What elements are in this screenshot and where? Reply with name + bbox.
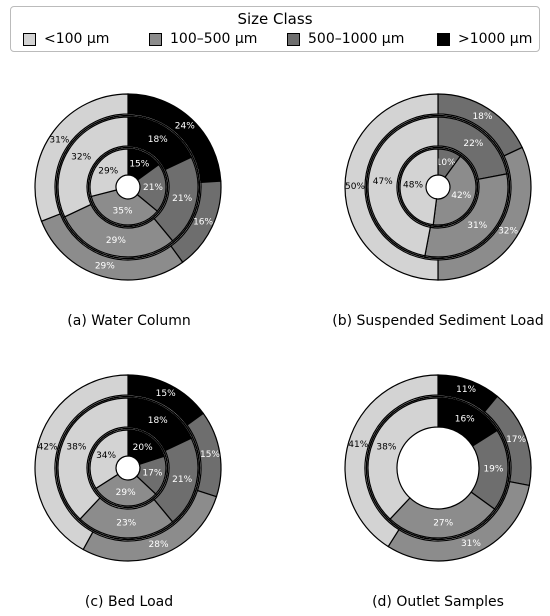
outlet-samples-outer-label-500-1000: 17% (506, 435, 526, 445)
bed-load-outer-label-500-1000: 15% (200, 450, 220, 460)
bed-load-separator-inner (87, 427, 169, 509)
suspended-sediment-load-middle-label-500-1000: 22% (463, 139, 483, 149)
bed-load-middle-label-gt1000: 18% (148, 416, 168, 426)
outlet-samples-middle-slice-lt100 (367, 397, 439, 520)
water-column-inner-slice-100-500 (90, 189, 159, 226)
bed-load-inner-slice-lt100 (89, 429, 129, 490)
suspended-sediment-load-middle-label-100-500: 31% (467, 221, 487, 231)
water-column-middle-label-lt100: 32% (71, 152, 91, 162)
outlet-samples-outer-label-100-500: 31% (461, 539, 481, 549)
outlet-samples-outer-slice-lt100 (344, 374, 439, 548)
water-column-middle-label-gt1000: 18% (148, 135, 168, 145)
outlet-samples-middle-label-gt1000: 16% (455, 414, 475, 424)
water-column-outer-label-gt1000: 24% (175, 121, 195, 131)
outlet-samples-middle-label-500-1000: 19% (483, 465, 503, 475)
bed-load-inner-label-500-1000: 17% (142, 468, 162, 478)
suspended-sediment-load-outer-label-100-500: 32% (498, 226, 518, 236)
water-column-outer-label-100-500: 29% (95, 262, 115, 272)
legend-swatch-500-1000 (287, 32, 300, 46)
water-column-middle-slice-lt100 (57, 116, 129, 218)
water-column-inner-label-gt1000: 15% (129, 160, 149, 170)
bed-load-inner-label-lt100: 34% (96, 451, 116, 461)
suspended-sediment-load-separator-inner (397, 146, 479, 228)
suspended-sediment-load-middle-slice-lt100 (367, 116, 439, 257)
bed-load-outer-label-100-500: 28% (149, 540, 169, 550)
bed-load-outer-label-lt100: 42% (38, 442, 58, 452)
outlet-samples-outer-label-lt100: 41% (348, 440, 368, 450)
water-column-inner-label-100-500: 35% (113, 206, 133, 216)
bed-load-separator-middle (55, 395, 201, 541)
water-column-separator-middle (55, 114, 201, 260)
water-column-outer-label-lt100: 31% (49, 135, 69, 145)
suspended-sediment-load-inner-label-500-1000: 10% (436, 158, 456, 168)
water-column-separator-inner (87, 146, 169, 228)
legend-title: Size Class (237, 10, 313, 28)
bed-load-outer-label-gt1000: 15% (156, 389, 176, 399)
water-column-inner-label-500-1000: 21% (143, 183, 163, 193)
bed-load-middle-label-100-500: 23% (116, 518, 136, 528)
legend-entry-100-500: 100–500 µm (149, 31, 257, 47)
outlet-samples-outer-label-gt1000: 11% (456, 385, 476, 395)
bed-load-inner-slice-100-500 (95, 473, 157, 507)
legend-label-100-500: 100–500 µm (170, 31, 258, 47)
caption-outlet-samples: (d) Outlet Samples (372, 594, 504, 610)
caption-bed-load: (c) Bed Load (84, 594, 174, 610)
legend-label-lt100: <100 µm (44, 31, 110, 47)
bed-load-middle-label-500-1000: 21% (172, 475, 192, 485)
legend: Size Class <100 µm 100–500 µm 500–1000 µ… (10, 6, 540, 52)
bed-load-outer-slice-lt100 (34, 374, 129, 551)
legend-label-500-1000: 500–1000 µm (308, 31, 405, 47)
water-column-outer-slice-lt100 (34, 93, 129, 223)
suspended-sediment-load-middle-label-lt100: 47% (373, 177, 393, 187)
legend-swatch-100-500 (149, 32, 162, 46)
water-column-middle-label-100-500: 29% (106, 236, 126, 246)
suspended-sediment-load-separator-middle (365, 114, 511, 260)
suspended-sediment-load-inner-slice-lt100 (399, 148, 439, 226)
legend-swatch-gt1000 (437, 32, 450, 46)
suspended-sediment-load-inner-slice-100-500 (432, 155, 477, 226)
suspended-sediment-load-inner-label-lt100: 48% (403, 180, 423, 190)
outlet-samples-middle-label-100-500: 27% (433, 518, 453, 528)
bed-load-inner-label-100-500: 29% (116, 488, 136, 498)
legend-entry-500-1000: 500–1000 µm (287, 31, 404, 47)
legend-entry-gt1000: >1000 µm (437, 31, 532, 47)
legend-entry-lt100: <100 µm (23, 31, 109, 47)
outlet-samples-separator-middle (365, 395, 511, 541)
bed-load-middle-label-lt100: 38% (66, 443, 86, 453)
water-column-inner-label-lt100: 29% (98, 167, 118, 177)
suspended-sediment-load-middle-slice-100-500 (424, 173, 509, 258)
water-column-inner-slice-lt100 (89, 148, 129, 198)
suspended-sediment-load-outer-slice-lt100 (344, 93, 439, 281)
water-column-outer-label-500-1000: 16% (193, 217, 213, 227)
legend-label-gt1000: >1000 µm (458, 31, 533, 47)
water-column-middle-label-500-1000: 21% (172, 194, 192, 204)
suspended-sediment-load-inner-label-100-500: 42% (451, 191, 471, 201)
bed-load-middle-slice-lt100 (57, 397, 129, 520)
caption-suspended-sediment-load: (b) Suspended Sediment Load (332, 313, 544, 329)
caption-water-column: (a) Water Column (67, 313, 191, 329)
outlet-samples-middle-label-lt100: 38% (376, 443, 396, 453)
suspended-sediment-load-outer-label-500-1000: 18% (472, 112, 492, 122)
bed-load-inner-label-gt1000: 20% (133, 443, 153, 453)
suspended-sediment-load-outer-label-lt100: 50% (345, 182, 365, 192)
legend-swatch-lt100 (23, 32, 36, 46)
